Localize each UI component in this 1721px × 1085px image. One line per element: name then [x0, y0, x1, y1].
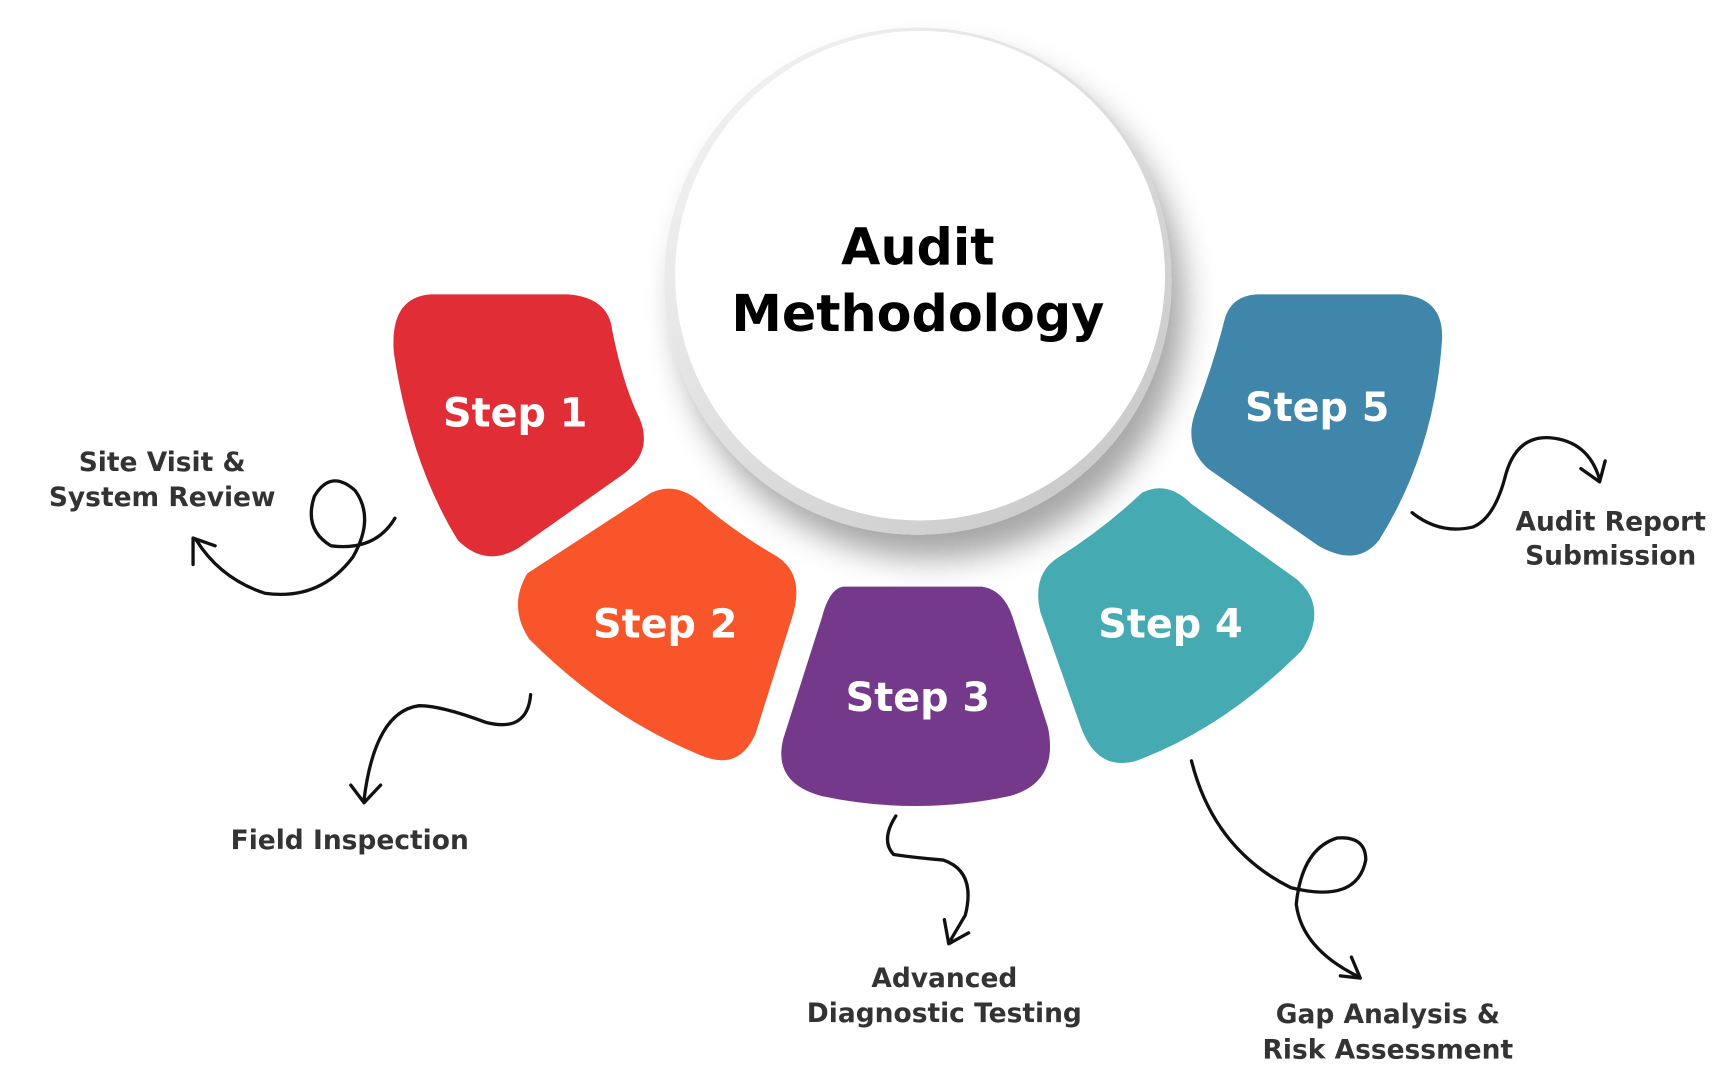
step-3: Step 3 — [781, 586, 1051, 807]
step-1-description-line-2: System Review — [49, 482, 276, 513]
step-1-label: Step 1 — [443, 391, 587, 437]
step-4-shape — [1038, 488, 1315, 764]
step-1: Step 1 — [393, 294, 644, 557]
step-2-shape — [517, 488, 797, 761]
arrow-step-1 — [191, 479, 397, 596]
step-3-description-line-1: Advanced — [871, 963, 1017, 994]
arrow-step-4 — [1189, 759, 1368, 980]
step-4-label: Step 4 — [1098, 601, 1242, 647]
step-5-label: Step 5 — [1245, 385, 1389, 431]
title-line-1: Audit — [841, 218, 994, 277]
step-4-description-line-2: Risk Assessment — [1263, 1035, 1514, 1066]
step-5-description-line-2: Submission — [1525, 541, 1696, 572]
arrow-step-5 — [1410, 436, 1607, 531]
step-5-shape — [1191, 294, 1443, 556]
step-descriptions: Site Visit & System Review Field Inspect… — [49, 447, 1706, 1066]
connector-arrows — [191, 436, 1607, 980]
arrow-step-2 — [349, 693, 533, 805]
step-2-label: Step 2 — [593, 601, 737, 647]
step-4: Step 4 — [1038, 488, 1315, 764]
step-3-description-line-2: Diagnostic Testing — [807, 998, 1082, 1029]
step-3-label: Step 3 — [846, 675, 990, 721]
step-1-shape — [393, 294, 644, 557]
title-line-2: Methodology — [731, 284, 1104, 343]
step-5: Step 5 — [1191, 294, 1443, 556]
step-2-description: Field Inspection — [231, 825, 469, 856]
step-4-description-line-1: Gap Analysis & — [1276, 999, 1500, 1030]
step-2: Step 2 — [517, 488, 797, 761]
step-1-description-line-1: Site Visit & — [79, 447, 246, 478]
step-3-shape — [781, 586, 1051, 807]
center-circle: Audit Methodology — [664, 27, 1172, 535]
step-5-description-line-1: Audit Report — [1515, 506, 1706, 537]
arrow-step-3 — [885, 814, 971, 946]
